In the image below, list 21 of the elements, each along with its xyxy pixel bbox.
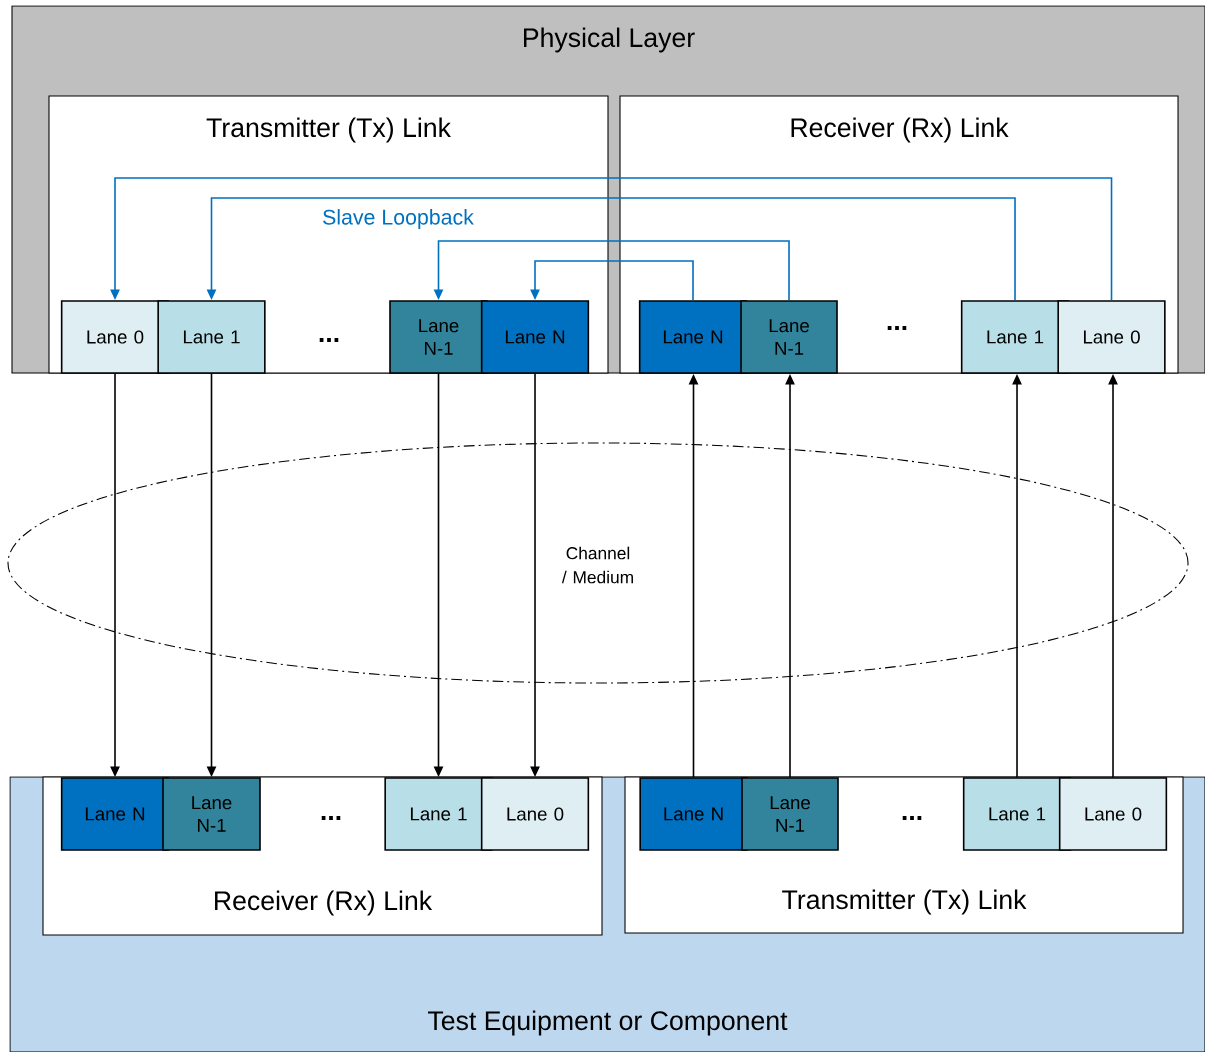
lane-box: Lane 0 — [480, 777, 590, 851]
channel-ellipse-drawing: Channel / Medium — [7, 442, 1189, 684]
lane-box: Lane N-1 — [740, 300, 838, 374]
lane-box: Lane N — [480, 300, 590, 374]
lane-box: Lane N-1 — [389, 300, 488, 374]
lane-box: Lane 0 — [1057, 300, 1166, 374]
lane-box: Lane N-1 — [741, 777, 839, 851]
lane-box: Lane 0 — [1058, 777, 1168, 851]
lane-box: Lane N — [60, 777, 170, 851]
ellipsis: ... — [887, 326, 907, 330]
loopback-caption: Slave Loopback — [323, 209, 474, 229]
lane-box: Lane N — [639, 777, 748, 851]
ellipsis: ... — [319, 338, 339, 342]
loopback-arrow — [110, 177, 1113, 301]
ellipsis: ... — [902, 816, 922, 820]
lane-box: Lane 1 — [157, 300, 266, 374]
lane-box: Lane N — [638, 300, 748, 374]
ellipsis: ... — [321, 816, 341, 820]
lane-box: Lane N-1 — [162, 777, 261, 851]
lane-box: Lane 1 — [384, 777, 493, 851]
loopback-arrow — [530, 260, 694, 301]
